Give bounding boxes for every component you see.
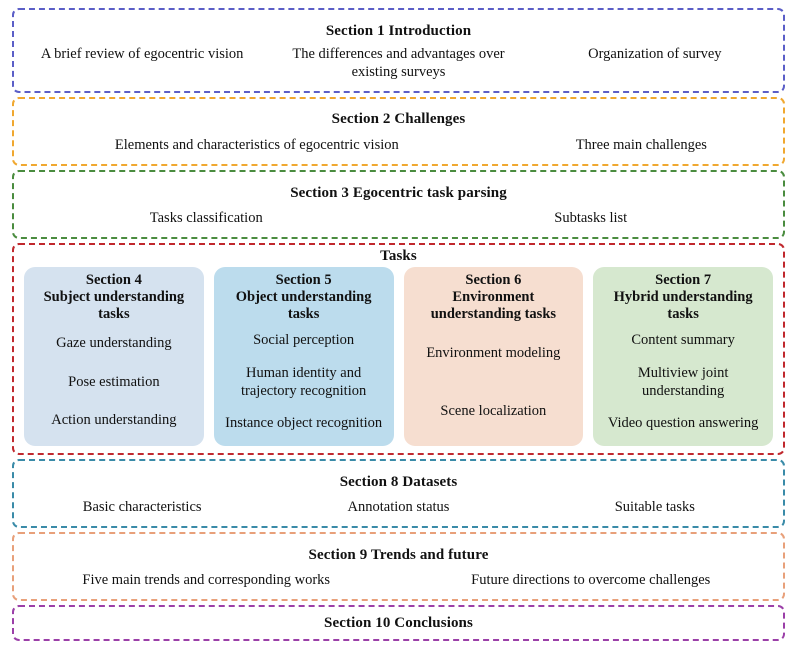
task-card-section-7[interactable]: Section 7 Hybrid understanding tasks Con… [593,267,773,447]
section-8-items: Basic characteristics Annotation status … [14,499,783,517]
task-card-section-6-title: Section 6 Environment understanding task… [408,272,580,322]
task-card-section-4-items: Gaze understanding Pose estimation Actio… [28,325,200,440]
task-card-section-4-title-line-0: Section 4 [85,272,142,289]
section-2-items: Elements and characteristics of egocentr… [14,137,795,155]
task-card-section-5-title-line-2: tasks [287,305,320,322]
section-3-items: Tasks classification Subtasks list [14,210,783,228]
section-1-item-2: Organization of survey [588,46,722,63]
task-card-section-7-item-0: Content summary [631,332,735,349]
task-card-section-4-item-2: Action understanding [51,412,177,429]
task-card-section-4-title-line-1: Subject understanding [43,289,185,306]
section-3-item-1: Subtasks list [554,209,628,226]
section-8-datasets-box: Section 8 Datasets Basic characteristics… [12,459,785,529]
task-card-section-6-item-0: Environment modeling [426,344,561,361]
section-2-item-0: Elements and characteristics of egocentr… [114,136,399,153]
section-2-item-1: Three main challenges [575,136,707,153]
task-card-section-6-title-line-1: Environment [452,289,535,306]
task-card-section-6-title-line-0: Section 6 [465,272,522,289]
task-card-section-7-title: Section 7 Hybrid understanding tasks [597,272,769,322]
task-card-section-5-items: Social perception Human identity and tra… [218,325,390,440]
section-9-item-1: Future directions to overcome challenges [471,572,711,589]
task-card-section-6-item-1: Scene localization [440,402,547,419]
section-1-title: Section 1 Introduction [325,23,472,40]
section-1-items: A brief review of egocentric vision The … [14,46,783,81]
section-10-title: Section 10 Conclusions [324,614,473,631]
task-card-section-6-items: Environment modeling Scene localization [408,325,580,440]
section-9-item-0: Five main trends and corresponding works [82,572,331,589]
section-1-introduction-box: Section 1 Introduction A brief review of… [12,8,785,93]
task-card-section-5-item-0: Social perception [253,332,355,349]
task-card-section-7-title-line-0: Section 7 [655,272,712,289]
task-card-section-6-title-line-2: understanding tasks [430,305,557,322]
section-9-trends-box: Section 9 Trends and future Five main tr… [12,532,785,602]
section-8-title: Section 8 Datasets [339,473,458,490]
task-card-section-6[interactable]: Section 6 Environment understanding task… [403,267,584,447]
section-8-item-0: Basic characteristics [82,499,202,516]
task-card-row: Section 4 Subject understanding tasks Ga… [20,267,777,447]
section-2-challenges-box: Section 2 Challenges Elements and charac… [12,96,785,166]
task-card-section-4[interactable]: Section 4 Subject understanding tasks Ga… [24,267,204,447]
task-card-section-4-item-0: Gaze understanding [56,335,172,352]
section-3-task-parsing-box: Section 3 Egocentric task parsing Tasks … [12,170,785,240]
section-10-conclusions-box: Section 10 Conclusions [12,605,785,642]
task-card-section-7-title-line-2: tasks [667,305,699,322]
task-card-section-7-item-2: Video question answering [607,415,759,432]
task-card-section-5-title-line-0: Section 5 [275,272,332,289]
section-9-items: Five main trends and corresponding works… [14,572,783,590]
task-card-section-7-item-1: Multiview joint understanding [637,365,729,399]
section-1-item-1: The differences and advantages over exis… [292,46,505,81]
tasks-group-title: Tasks [380,248,417,265]
section-1-item-0: A brief review of egocentric vision [40,46,244,63]
section-2-title: Section 2 Challenges [331,111,466,128]
section-8-item-2: Suitable tasks [614,499,695,516]
task-card-section-4-title-line-2: tasks [98,305,130,322]
task-card-section-5-title: Section 5 Object understanding tasks [218,272,390,322]
section-3-title: Section 3 Egocentric task parsing [290,184,507,201]
task-card-section-5-title-line-1: Object understanding [235,289,372,306]
task-card-section-5[interactable]: Section 5 Object understanding tasks Soc… [213,267,394,447]
section-9-title: Section 9 Trends and future [308,546,489,563]
section-8-item-1: Annotation status [347,499,450,516]
section-3-item-0: Tasks classification [149,209,263,226]
task-card-section-4-title: Section 4 Subject understanding tasks [28,272,200,322]
task-card-section-5-item-1: Human identity and trajectory recognitio… [241,365,367,399]
task-card-section-4-item-1: Pose estimation [68,373,160,390]
task-card-section-5-item-2: Instance object recognition [225,415,383,432]
task-card-section-7-title-line-1: Hybrid understanding [613,289,753,306]
tasks-group-box: Tasks Section 4 Subject understanding ta… [12,243,785,456]
task-card-section-7-items: Content summary Multiview joint understa… [597,325,769,440]
